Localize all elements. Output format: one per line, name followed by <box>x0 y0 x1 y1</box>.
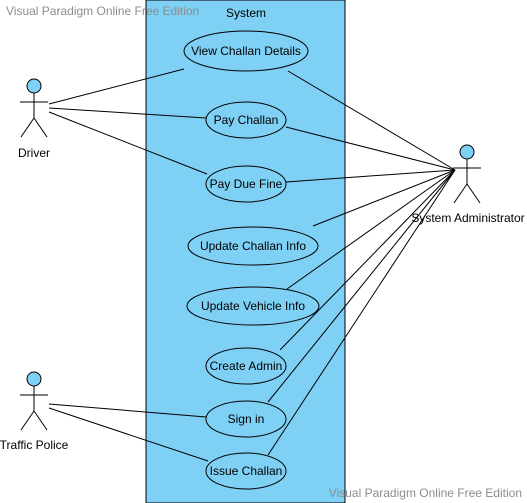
usecase-label: Pay Challan <box>214 113 279 127</box>
actor-label: Driver <box>18 146 50 160</box>
watermark-top: Visual Paradigm Online Free Edition <box>6 4 200 18</box>
usecase-label: Sign in <box>228 412 265 426</box>
actor-head-icon <box>26 371 42 387</box>
usecase-pay-due-fine[interactable]: Pay Due Fine <box>205 165 287 203</box>
actor-label: Traffic Police <box>0 438 69 452</box>
usecase-label: Create Admin <box>210 359 283 373</box>
association-driver-view-challan-details <box>48 68 185 105</box>
usecase-ellipse[interactable] <box>183 30 309 72</box>
actor-head-icon <box>26 78 42 94</box>
actor-right-leg <box>33 117 48 138</box>
association-admin-sign-in <box>267 169 456 403</box>
usecase-update-vehicle-info[interactable]: Update Vehicle Info <box>186 286 320 326</box>
association-driver-pay-due-fine <box>48 111 208 175</box>
actor-right-leg <box>33 410 48 431</box>
actor-left-leg <box>453 183 468 204</box>
actor-head-icon <box>459 144 475 160</box>
usecase-ellipse[interactable] <box>205 165 287 203</box>
actor-driver[interactable]: Driver <box>18 78 50 160</box>
usecase-pay-challan[interactable]: Pay Challan <box>205 101 287 139</box>
actor-left-leg <box>20 117 35 138</box>
usecase-ellipse[interactable] <box>186 286 320 326</box>
usecase-create-admin[interactable]: Create Admin <box>205 347 287 385</box>
associations <box>48 68 456 462</box>
actor-left-leg <box>20 410 35 431</box>
association-admin-pay-due-fine <box>285 169 456 183</box>
usecase-label: Update Challan Info <box>200 239 306 253</box>
usecase-sign-in[interactable]: Sign in <box>205 400 287 438</box>
actor-right-leg <box>466 183 481 204</box>
usecase-label: Issue Challan <box>210 464 283 478</box>
association-admin-view-challan-details <box>287 70 456 171</box>
watermark-bottom: Visual Paradigm Online Free Edition <box>328 486 522 500</box>
usecase-view-challan-details[interactable]: View Challan Details <box>183 30 309 72</box>
association-admin-pay-challan <box>285 126 456 171</box>
association-police-sign-in <box>48 403 207 418</box>
actor-police[interactable]: Traffic Police <box>0 371 69 452</box>
association-admin-create-admin <box>279 169 456 351</box>
association-driver-pay-challan <box>48 107 207 119</box>
association-admin-update-vehicle-info <box>286 169 456 290</box>
usecase-ellipse[interactable] <box>205 400 287 438</box>
usecase-label: Update Vehicle Info <box>201 299 305 313</box>
usecase-label: View Challan Details <box>191 44 301 58</box>
association-admin-update-challan-info <box>312 169 456 227</box>
usecase-ellipse[interactable] <box>187 226 319 266</box>
usecase-update-challan-info[interactable]: Update Challan Info <box>187 226 319 266</box>
usecase-ellipse[interactable] <box>205 101 287 139</box>
usecase-ellipse[interactable] <box>205 452 287 490</box>
actor-label: System Administrator <box>411 211 524 225</box>
usecase-issue-challan[interactable]: Issue Challan <box>205 452 287 490</box>
association-police-issue-challan <box>48 407 209 462</box>
system-label: System <box>226 6 266 20</box>
usecase-ellipse[interactable] <box>205 347 287 385</box>
association-admin-issue-challan <box>267 169 456 456</box>
usecase-label: Pay Due Fine <box>210 177 283 191</box>
actor-admin[interactable]: System Administrator <box>411 144 525 225</box>
